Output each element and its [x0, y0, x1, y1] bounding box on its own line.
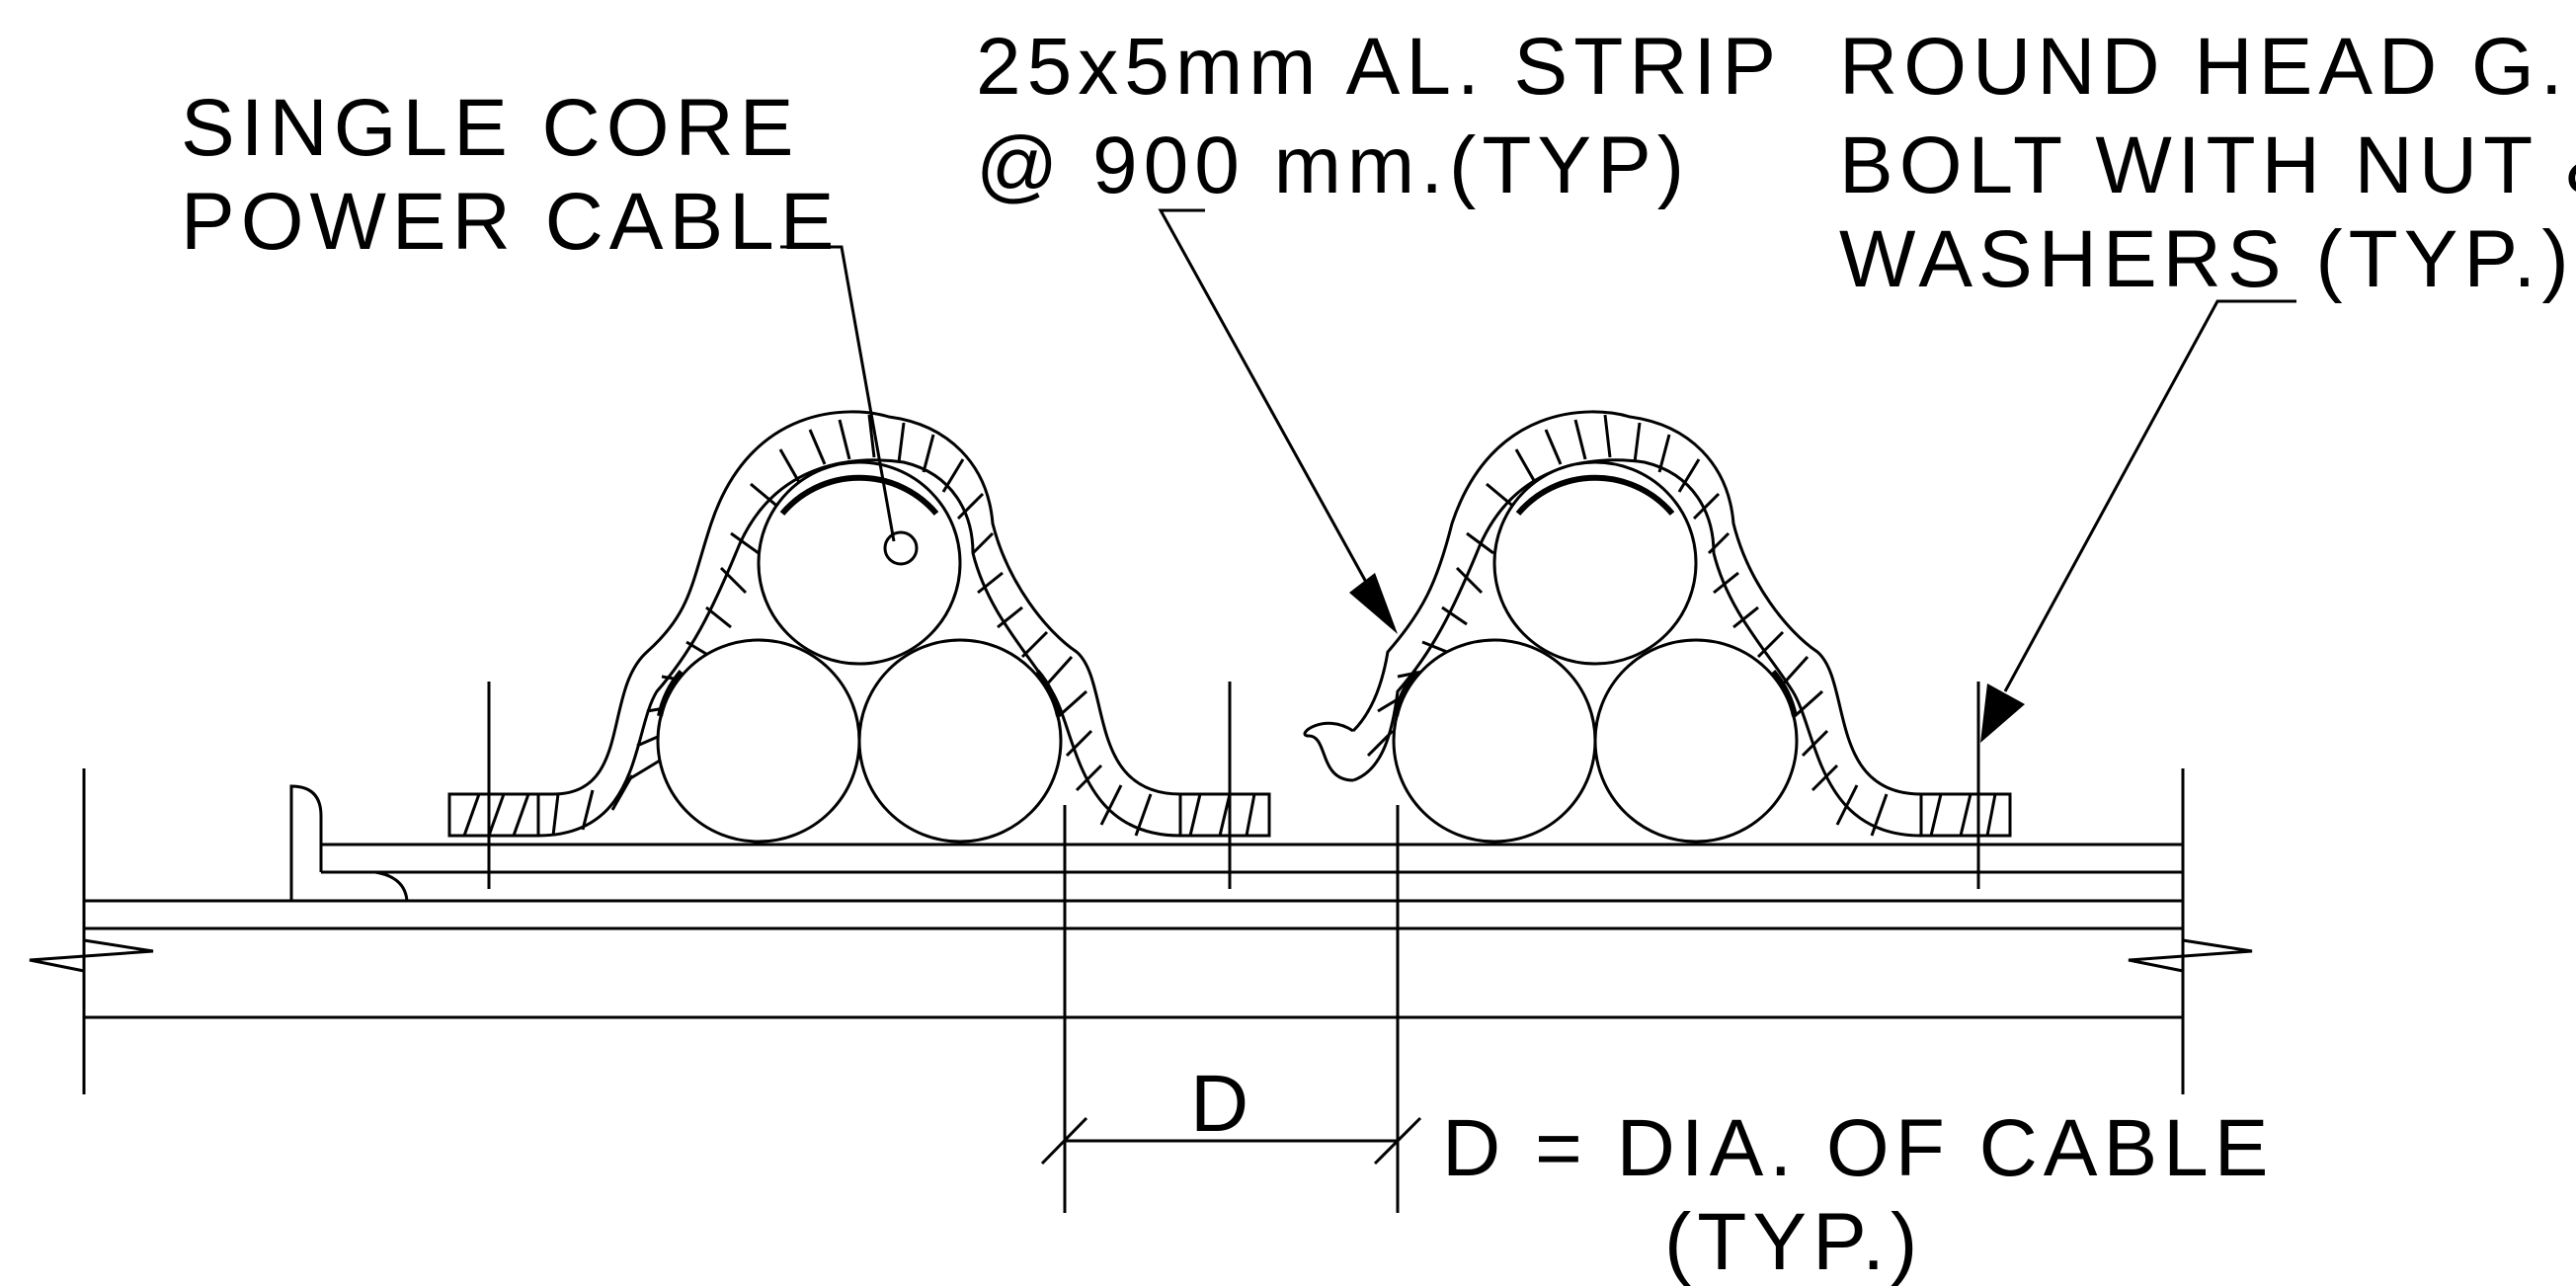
leader-cable [780, 245, 896, 542]
label-cable-line2: POWER CABLE [181, 177, 840, 267]
label-strip-line2: @ 900 mm.(TYP) [976, 121, 1690, 210]
leader-bolt [1980, 299, 2296, 743]
bolt-lines [487, 682, 1980, 889]
strip-clamp-left [447, 410, 1271, 838]
dimension-symbol: D [1190, 1059, 1254, 1149]
leader-strip [1158, 208, 1398, 634]
break-symbol-right [2128, 938, 2253, 973]
cable-trefoil-left [656, 460, 1063, 844]
label-strip-line1: 25x5mm AL. STRIP [976, 22, 1782, 112]
cable-right-top [1492, 460, 1698, 666]
cable-conductor-marker [883, 530, 919, 566]
hatch-right-strip [1366, 414, 1997, 837]
cable-right-bottom-right [1593, 638, 1799, 844]
label-bolt-line3: WASHERS (TYP.) [1839, 214, 2575, 304]
label-bolt-line1: ROUND HEAD G.I. [1839, 22, 2576, 112]
tray-base [82, 768, 2185, 1094]
label-cable-line1: SINGLE CORE [181, 83, 799, 173]
cable-left-bottom-left [656, 638, 861, 844]
cable-left-bottom-right [857, 638, 1063, 844]
dimension-note-line2: (TYP.) [1664, 1197, 1923, 1287]
cable-left-top [757, 460, 962, 666]
angle-bracket [289, 784, 409, 902]
label-bolt-line2: BOLT WITH NUT & [1839, 121, 2576, 210]
cable-trefoil-right [1392, 460, 1799, 844]
dimension-note-line1: D = DIA. OF CABLE [1442, 1103, 2274, 1193]
cable-right-bottom-left [1392, 638, 1597, 844]
break-symbol-left [29, 938, 154, 973]
dimension-d [1040, 805, 1422, 1213]
